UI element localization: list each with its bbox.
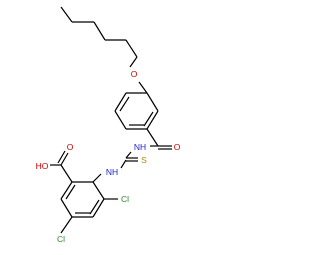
bond-ring2-inner-1 — [89, 199, 100, 215]
bond-hexyl-5 — [125, 39, 138, 58]
ether-oxygen-label: O — [131, 69, 138, 79]
bond-ring1-inner-1 — [143, 111, 154, 127]
molecule-svg: O O NH S NH O HO Cl Cl — [36, 6, 181, 244]
carbonyl-oxygen-label: O — [174, 142, 181, 152]
bond-hexyl-1 — [60, 6, 73, 23]
bond-ether-ring — [138, 81, 148, 94]
atom-labels: O O NH S NH O HO Cl Cl — [36, 69, 181, 244]
chemical-structure-diagram: O O NH S NH O HO Cl Cl — [36, 6, 181, 244]
acid-oxygen-label: O — [67, 142, 74, 152]
bond-ring-cl-5 — [60, 216, 73, 234]
bond-acid-o-1 — [60, 152, 69, 166]
bond-ring2-e — [60, 181, 73, 200]
bond-ring2-d — [60, 198, 73, 218]
bonds — [50, 6, 172, 234]
bond-ring1-d — [114, 110, 127, 130]
acid-hydroxyl-label: HO — [36, 161, 49, 171]
bond-ring1-b — [146, 110, 159, 130]
bond-acid-o-2 — [57, 150, 66, 164]
chlorine-3-label: Cl — [121, 194, 129, 204]
chlorine-5-label: Cl — [57, 234, 65, 244]
bond-ring1-a — [146, 92, 159, 112]
thiourea-nh-label: NH — [106, 167, 118, 177]
amide-nh-label: NH — [134, 142, 146, 152]
bond-ring-acid — [60, 164, 73, 183]
thiourea-sulfur-label: S — [141, 155, 147, 165]
bond-ring1-e — [114, 92, 127, 112]
bond-ring2-inner-2 — [65, 184, 76, 200]
bond-c-nh — [120, 159, 127, 169]
bond-nh-ring — [92, 173, 102, 183]
bond-ring2-b — [92, 198, 105, 218]
bond-ring1-inner-2 — [119, 96, 130, 112]
bond-ring-carbonyl — [146, 128, 159, 147]
bond-ring2-a — [92, 181, 105, 200]
bond-hexyl-6 — [129, 56, 138, 68]
bond-nh-c — [125, 151, 132, 159]
bond-hexyl-3 — [93, 21, 106, 41]
